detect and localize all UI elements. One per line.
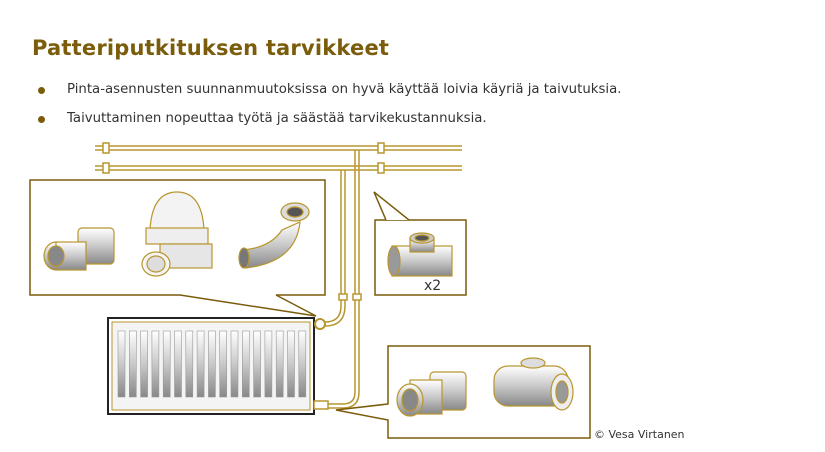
- radiator-fin: [230, 330, 239, 398]
- bullet-item: Taivuttaminen nopeuttaa työtä ja säästää…: [38, 109, 621, 138]
- bullet-text: Taivuttaminen nopeuttaa työtä ja säästää…: [67, 111, 487, 126]
- radiator-fin: [151, 330, 160, 398]
- bullet-item: Pinta-asennusten suunnanmuutoksissa on h…: [38, 80, 621, 109]
- radiator-fin: [140, 330, 148, 398]
- radiator-fin: [298, 330, 307, 398]
- radiator-fin: [219, 330, 227, 398]
- tee-quantity-label: x2: [424, 278, 442, 294]
- bullet-icon: [38, 87, 45, 94]
- radiator-fin: [275, 330, 284, 398]
- copyright-text: © Vesa Virtanen: [594, 428, 685, 441]
- slide-title: Patteriputkituksen tarvikkeet: [32, 36, 390, 60]
- radiator: [107, 317, 329, 415]
- shutoff-valve-icon: [493, 357, 574, 411]
- radiator-fin: [242, 330, 250, 398]
- elbow-fitting-icon: [238, 202, 310, 269]
- tee-fitting-icon: [387, 232, 453, 277]
- radiator-fin: [174, 330, 182, 398]
- radiator-fin: [117, 330, 126, 398]
- thermostat-valve-icon: [141, 191, 213, 277]
- radiator-fin: [287, 330, 295, 398]
- bullet-list: Pinta-asennusten suunnanmuutoksissa on h…: [38, 80, 621, 138]
- radiator-fin: [129, 330, 137, 398]
- bullet-icon: [38, 116, 45, 123]
- return-union-icon: [396, 371, 467, 417]
- radiator-fin: [185, 330, 194, 398]
- pipe-clamps: [102, 142, 385, 301]
- radiator-fin: [208, 330, 216, 398]
- radiator-fin: [196, 330, 205, 398]
- bullet-text: Pinta-asennusten suunnanmuutoksissa on h…: [67, 82, 622, 97]
- radiator-fin: [162, 330, 171, 398]
- radiator-fin: [264, 330, 273, 398]
- radiator-fin: [253, 330, 261, 398]
- fitting-union-icon: [43, 227, 115, 271]
